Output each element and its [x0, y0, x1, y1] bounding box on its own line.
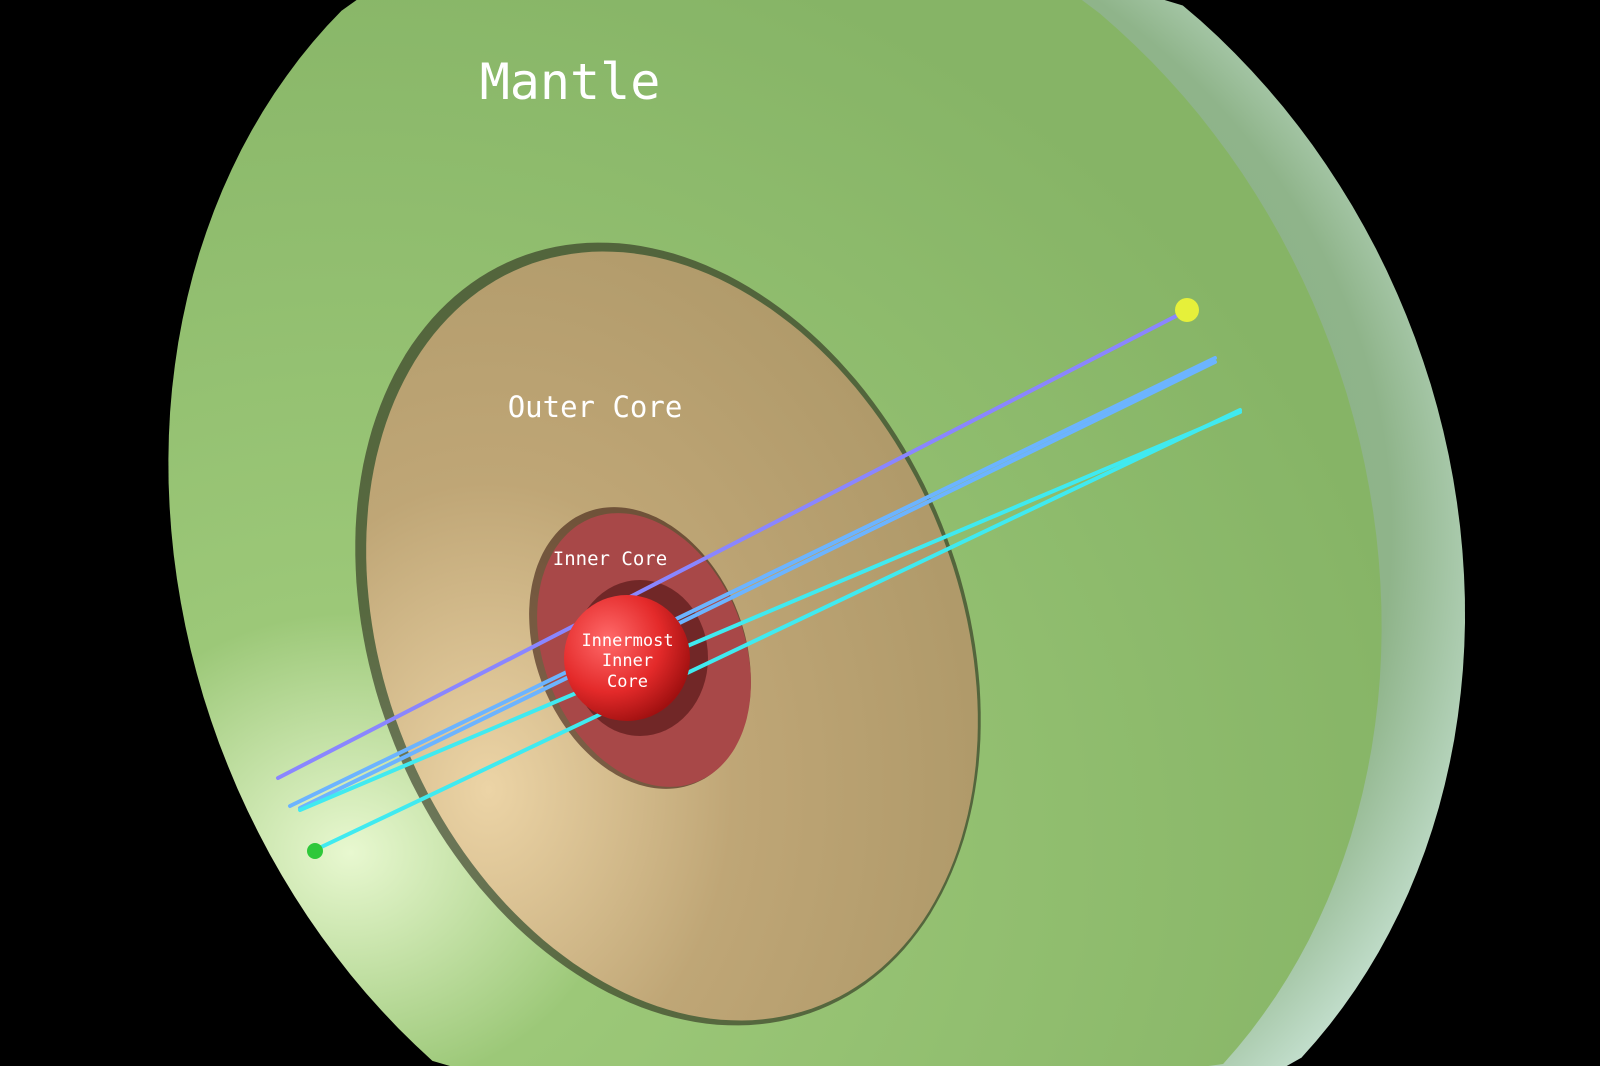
- seismic-ray-1: [276, 311, 1184, 780]
- receiver-dot: [307, 843, 323, 859]
- mantle-label: Mantle: [479, 53, 661, 111]
- seismic-ray-5: [298, 410, 1242, 812]
- seismic-ray-2: [288, 356, 1217, 808]
- seismic-ray-3: [298, 360, 1217, 810]
- outer-core-label: Outer Core: [507, 390, 683, 424]
- seismic-rays: [276, 311, 1242, 852]
- inner-core-label: Inner Core: [552, 548, 668, 570]
- seismic-ray-4: [313, 408, 1242, 852]
- innermost-inner-core-label: Innermost Inner Core: [581, 631, 674, 692]
- innermost-inner-core-sphere: [564, 595, 690, 721]
- source-dot: [1175, 298, 1199, 322]
